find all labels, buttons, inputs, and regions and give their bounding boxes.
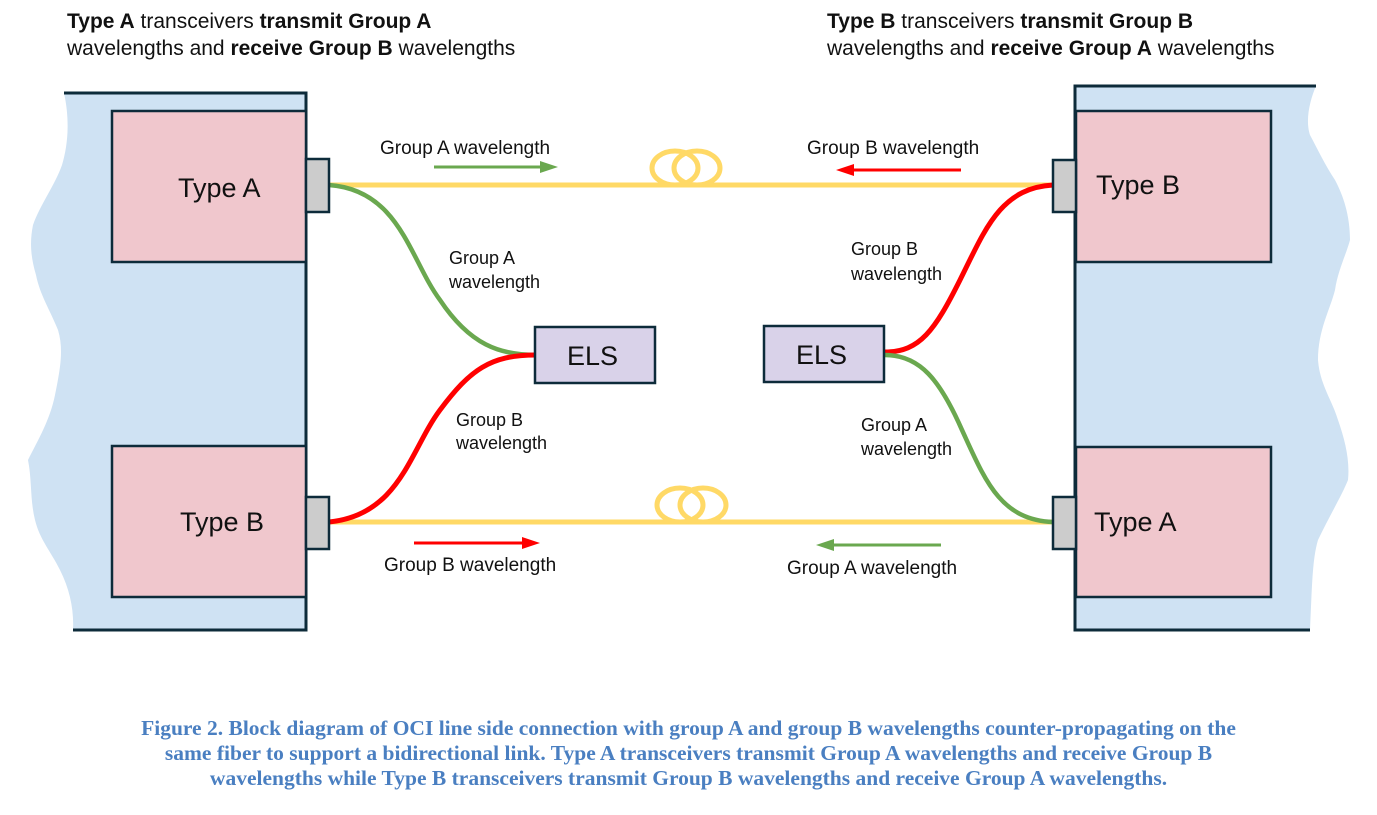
right-upper-branch-label-1: Group B — [851, 239, 918, 259]
right-upper-branch-label-2: wavelength — [850, 264, 942, 284]
header-text-run: transceivers — [134, 10, 260, 33]
header-text-run: receive Group A — [990, 37, 1152, 60]
top-left-fiber-label: Group A wavelength — [380, 138, 550, 159]
right-lower-branch-label-1: Group A — [861, 415, 927, 435]
header-text-run: wavelengths and — [827, 37, 991, 60]
left-els-box — [533, 325, 657, 385]
top-fiber-coil-1 — [649, 148, 701, 188]
header-text-run: receive Group B — [230, 37, 393, 60]
figure-caption: Figure 2. Block diagram of OCI line side… — [0, 716, 1377, 791]
right-els-box — [762, 324, 886, 384]
left-group-a-branch — [328, 182, 537, 358]
left-site-border — [64, 91, 308, 632]
right-top-transceiver-label: Type B — [1096, 170, 1180, 200]
header-text-run: transmit Group A — [259, 10, 432, 33]
right-group-a-branch — [884, 352, 1054, 525]
caption-line: Figure 2. Block diagram of OCI line side… — [141, 716, 1236, 740]
bottom-fiber-coil-1 — [654, 485, 706, 525]
header-text-run: wavelengths — [392, 37, 516, 60]
bottom-right-fiber-label: Group A wavelength — [787, 558, 957, 579]
header-left: Type A transceivers transmit Group A wave… — [67, 8, 515, 62]
right-top-connector — [1051, 158, 1078, 214]
left-group-b-branch — [328, 352, 537, 525]
bottom-left-arrow-right-icon — [414, 537, 540, 549]
bottom-right-arrow-left-icon — [816, 539, 941, 551]
bottom-left-fiber-label: Group B wavelength — [384, 555, 556, 576]
right-els-label: ELS — [796, 340, 847, 370]
left-top-transceiver-label: Type A — [178, 173, 261, 203]
top-right-fiber-label: Group B wavelength — [807, 138, 979, 159]
top-right-arrow-left-icon — [836, 164, 961, 176]
left-upper-branch-label-1: Group A — [449, 248, 515, 268]
caption-line: same fiber to support a bidirectional li… — [164, 741, 1213, 765]
right-bottom-transceiver-label: Type A — [1094, 507, 1177, 537]
bottom-fiber-coil-2 — [677, 485, 729, 525]
top-fiber-coil-2 — [671, 148, 723, 188]
left-top-connector — [304, 157, 331, 214]
left-lower-branch-label-1: Group B — [456, 410, 523, 430]
left-els-label: ELS — [567, 341, 618, 371]
right-bottom-transceiver — [1074, 445, 1273, 599]
left-upper-branch-label-2: wavelength — [448, 272, 540, 292]
header-text-run: transmit Group B — [1020, 10, 1194, 33]
header-text-run: Type A — [67, 10, 135, 33]
right-site-border — [1073, 84, 1316, 632]
header-right: Type B transceivers transmit Group B wave… — [827, 8, 1274, 62]
block-diagram: Type A Type B Type B Type A ELS ELS Grou… — [28, 84, 1350, 632]
left-lower-branch-label-2: wavelength — [455, 433, 547, 453]
left-bottom-connector — [304, 495, 331, 551]
header-text-run: Type B — [827, 10, 896, 33]
top-left-arrow-right-icon — [434, 161, 558, 173]
header-text-run: transceivers — [895, 10, 1021, 33]
right-group-b-branch — [884, 182, 1054, 355]
right-lower-branch-label-2: wavelength — [860, 439, 952, 459]
right-bottom-connector — [1051, 495, 1078, 551]
caption-line: wavelengths while Type B transceivers tr… — [209, 766, 1168, 790]
header-text-run: wavelengths and — [67, 37, 231, 60]
header-text-run: wavelengths — [1151, 37, 1275, 60]
left-bottom-transceiver — [110, 444, 308, 599]
left-bottom-transceiver-label: Type B — [180, 507, 264, 537]
right-top-transceiver — [1074, 109, 1273, 264]
